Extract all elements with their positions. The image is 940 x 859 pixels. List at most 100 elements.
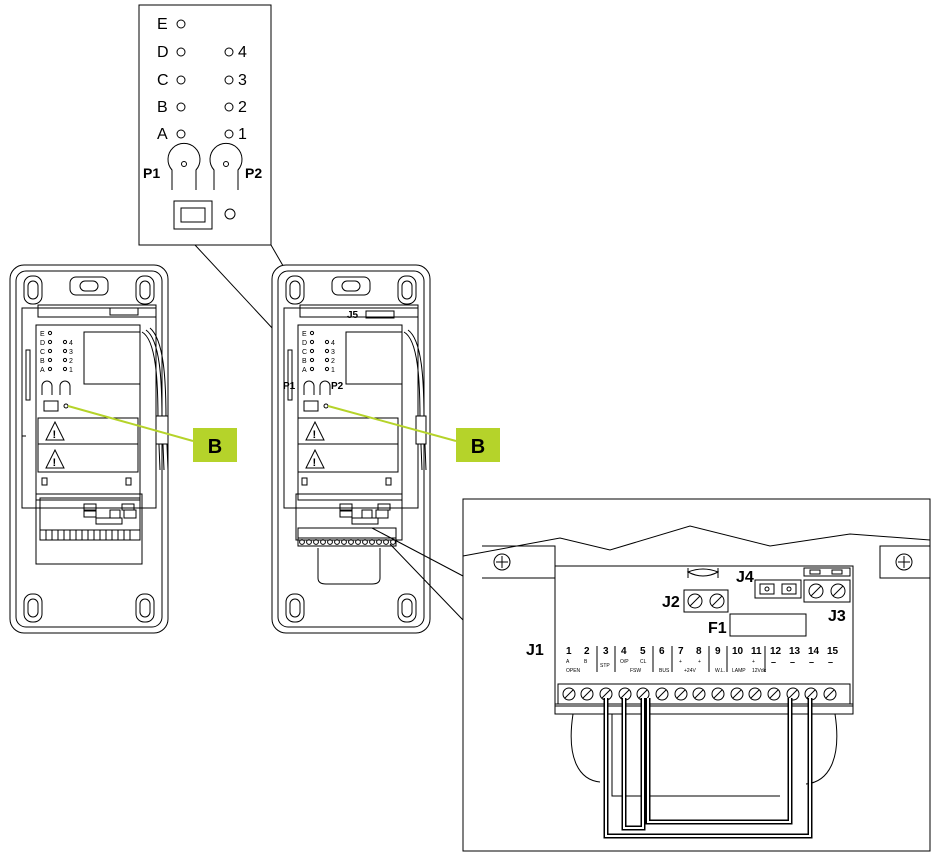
zoom-pot-label-p1: P1 (143, 165, 160, 181)
right-j5-label: J5 (347, 310, 359, 321)
terminal-sub: – (828, 657, 833, 667)
terminal-sub: CL (640, 659, 647, 665)
zoom-led-label-1: 1 (238, 126, 247, 143)
left-led-3: 3 (69, 349, 73, 356)
left-pot-p1-icon (41, 380, 53, 395)
group-label-12vdc: 12Vdc (752, 668, 767, 674)
led-3-icon (224, 75, 234, 85)
detail-leader-line-bottom (389, 543, 464, 621)
f1-label: F1 (708, 620, 727, 637)
terminal-sub: – (790, 657, 795, 667)
terminal-number: 13 (789, 646, 801, 657)
right-led-b: B (302, 358, 307, 365)
right-warning-glyph-2: ! (313, 457, 317, 469)
terminal-sub: BUS (659, 668, 670, 674)
terminal-number: 11 (751, 646, 762, 657)
left-led-2: 2 (69, 358, 73, 365)
led-e-icon (176, 19, 186, 29)
left-led-4: 4 (69, 340, 73, 347)
right-led-e: E (302, 331, 307, 338)
pot-p2-icon (209, 142, 243, 190)
zoom-led-label-b: B (157, 99, 168, 116)
led-a-icon (176, 129, 186, 139)
left-led-b: B (40, 358, 45, 365)
terminal-sub: W.L. (715, 668, 725, 674)
left-warning-glyph-2: ! (53, 457, 57, 469)
terminal-number: 6 (659, 646, 665, 657)
j1-label: J1 (526, 642, 544, 659)
led-4-icon (224, 47, 234, 57)
led-2-icon (224, 102, 234, 112)
detail-leader-line-top (371, 527, 464, 577)
left-button-icon (43, 400, 59, 412)
screw-left-icon (493, 553, 511, 571)
jumper-wires (603, 698, 813, 839)
right-led-3: 3 (331, 349, 335, 356)
left-unit: E D C B A 4 3 2 1 ! ! (9, 264, 169, 634)
j2-label: J2 (662, 594, 680, 611)
left-warning-glyph-1: ! (53, 429, 57, 441)
terminal-number: 3 (603, 646, 609, 657)
right-pot-label-p1: P1 (283, 381, 296, 392)
zoom-led-label-e: E (157, 16, 168, 33)
terminal-strip-j1 (557, 683, 851, 705)
zoom-led-label-2: 2 (238, 99, 247, 116)
terminal-number: 4 (621, 646, 627, 657)
j4-label: J4 (736, 569, 754, 586)
terminal-sub: + (698, 659, 701, 665)
terminal-number: 10 (732, 646, 744, 657)
right-warning-glyph-1: ! (313, 429, 317, 441)
left-callout-b-label: B (208, 436, 222, 458)
terminal-sub: + (679, 659, 682, 665)
right-callout-b (456, 428, 500, 462)
terminal-number: 9 (715, 646, 721, 657)
left-callout-leader (67, 405, 194, 442)
group-label-fsw: FSW (630, 668, 641, 674)
left-led-c: C (40, 349, 45, 356)
right-led-4: 4 (331, 340, 335, 347)
terminal-sub: A (566, 659, 570, 665)
terminal-number: 5 (640, 646, 646, 657)
terminal-number: 2 (584, 646, 590, 657)
left-warning-icon-1 (45, 420, 65, 441)
right-warning-icon-1 (305, 420, 325, 441)
zoom-pot-label-p2: P2 (245, 165, 262, 181)
right-led-2: 2 (331, 358, 335, 365)
left-led-d: D (40, 340, 45, 347)
j3-label: J3 (828, 608, 846, 625)
zoom-led-label-3: 3 (238, 72, 247, 89)
zoom-led-label-a: A (157, 126, 168, 143)
terminal-group-row: OPEN FSW +24V 12Vdc (566, 668, 767, 674)
terminal-sub: – (771, 657, 776, 667)
left-led-1: 1 (69, 367, 73, 374)
terminal-number: 1 (566, 646, 572, 657)
led-1-icon (224, 129, 234, 139)
connector-j4-icon (754, 579, 802, 599)
terminal-number-row: 1 2 3 4 5 6 7 8 9 10 11 12 13 14 15 (566, 646, 839, 657)
right-pot-p1-icon (303, 380, 315, 395)
led-c-icon (176, 75, 186, 85)
terminal-j3-icon (803, 579, 851, 603)
zoom-button-icon (173, 200, 213, 230)
zoom-led-label-d: D (157, 44, 169, 61)
screw-right-icon (895, 553, 913, 571)
zoom-button-led-icon (224, 208, 236, 220)
terminal-sub: LAMP (732, 668, 746, 674)
right-callout-b-label: B (471, 436, 485, 458)
left-warning-icon-2 (45, 448, 65, 469)
terminal-detail: J2 J4 J3 F1 J1 1 2 3 4 5 6 7 8 9 10 11 (462, 498, 931, 852)
left-callout-b (193, 428, 237, 462)
left-unit-led-panel: E D C B A 4 3 2 1 (40, 330, 73, 374)
terminal-number: 8 (696, 646, 702, 657)
right-led-c: C (302, 349, 307, 356)
right-warning-icon-2 (305, 448, 325, 469)
zoom-led-label-4: 4 (238, 44, 247, 61)
zoom-led-panel: E D C B A 4 3 2 1 P1 P2 (138, 4, 272, 246)
right-unit: J5 E D C B A 4 3 2 1 P1 P2 (271, 264, 431, 634)
led-b-icon (176, 102, 186, 112)
terminal-number: 15 (827, 646, 839, 657)
left-led-a: A (40, 367, 45, 374)
group-label-24v: +24V (684, 668, 696, 674)
right-pot-label-p2: P2 (331, 381, 344, 392)
right-unit-led-panel: E D C B A 4 3 2 1 (302, 330, 335, 374)
